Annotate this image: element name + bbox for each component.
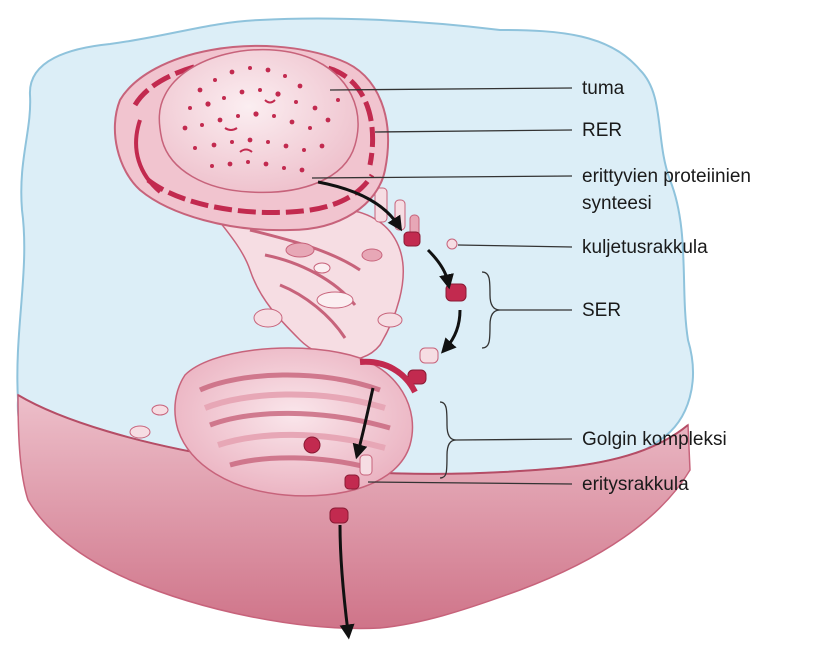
label-tuma: tuma — [582, 77, 624, 100]
secretory-vesicle — [330, 508, 348, 523]
label-synthesis-line2: synteesi — [582, 192, 652, 215]
nucleus — [159, 50, 358, 193]
label-eritysrakkula: eritysrakkula — [582, 473, 689, 496]
label-ser: SER — [582, 299, 621, 322]
label-kuljetusrakkula: kuljetusrakkula — [582, 236, 708, 259]
label-synthesis-line1: erittyvien proteiinien — [582, 165, 751, 188]
label-rer: RER — [582, 119, 622, 142]
label-golgi: Golgin kompleksi — [582, 428, 727, 451]
